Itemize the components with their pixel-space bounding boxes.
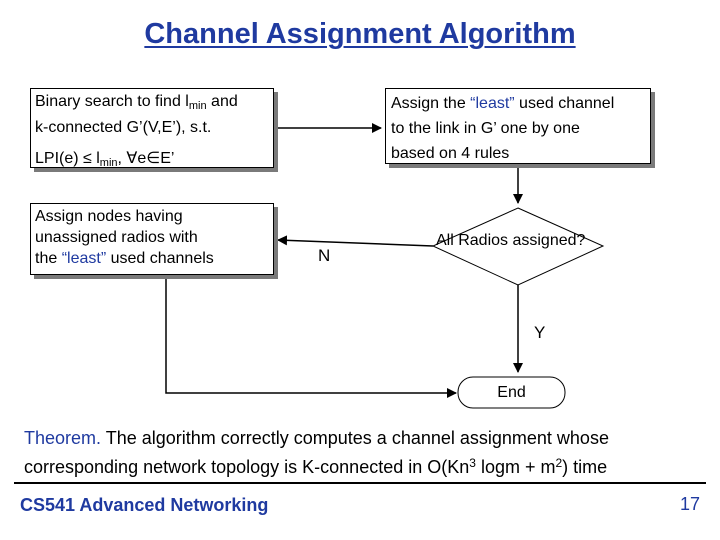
arrow-nodes-to-end <box>165 275 457 398</box>
footer-rule <box>14 482 706 484</box>
binary-search-line3: LPI(e) ≤ l <box>35 150 100 167</box>
binary-search-line1-tail: and <box>206 93 238 110</box>
assign-nodes-line1: Assign nodes having <box>35 208 183 225</box>
theorem-label: Theorem. <box>24 428 102 448</box>
least-highlight: “least” <box>470 95 515 112</box>
binary-search-line1: Binary search to find l <box>35 93 189 110</box>
binary-search-line3-tail: , ∀e∈E’ <box>117 150 175 167</box>
no-label: N <box>318 246 331 265</box>
assign-channel-line1-tail: used channel <box>514 95 615 112</box>
theorem-text: Theorem. The algorithm correctly compute… <box>24 424 704 482</box>
theorem-line2-tail: ) time <box>562 457 608 477</box>
theorem-line2: corresponding network topology is K-conn… <box>24 457 470 477</box>
binary-search-line2: k-connected G’(V,E’), s.t. <box>35 119 212 136</box>
assign-nodes-box: Assign nodes having unassigned radios wi… <box>30 203 274 275</box>
assign-nodes-line3-tail: used channels <box>106 250 214 267</box>
page-number: 17 <box>679 494 700 514</box>
binary-search-box: Binary search to find lmin and k-connect… <box>30 88 274 169</box>
yes-label: Y <box>534 323 546 342</box>
assign-nodes-line2: unassigned radios with <box>35 229 198 246</box>
theorem-line1: The algorithm correctly computes a chann… <box>101 428 609 448</box>
decision-text: All Radios assigned? <box>436 232 586 249</box>
theorem-sup-3: 3 <box>469 456 476 470</box>
arrow-no-branch <box>277 235 434 247</box>
assign-channel-line3: based on 4 rules <box>391 145 510 162</box>
assign-channel-box: Assign the “least” used channel to the l… <box>385 88 651 164</box>
lmin-subscript: min <box>188 100 207 112</box>
least-highlight-2: “least” <box>61 250 107 267</box>
assign-channel-line1: Assign the <box>391 95 471 112</box>
slide-title: Channel Assignment Algorithm <box>144 18 576 50</box>
end-terminal <box>457 376 566 409</box>
end-label: End <box>497 384 526 401</box>
theorem-sup-2: 2 <box>555 456 563 470</box>
assign-nodes-line3: the <box>35 250 62 267</box>
assign-channel-line2: to the link in G’ one by one <box>391 120 580 137</box>
lmin-subscript-2: min <box>99 157 118 169</box>
footer-course: CS541 Advanced Networking <box>20 495 269 515</box>
theorem-line2-mid: logm + m <box>475 457 556 477</box>
